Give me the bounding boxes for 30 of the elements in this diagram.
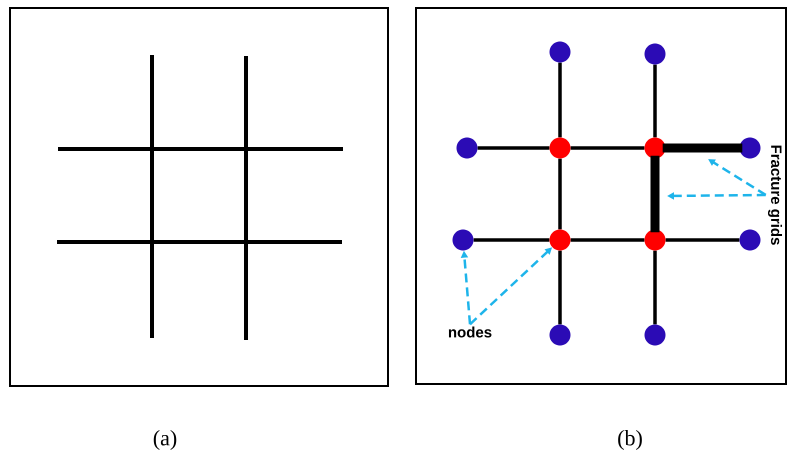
grid-segment [570,238,644,242]
panel-caption: (a) [154,430,176,450]
grid-segment [666,238,740,242]
junction-dot [550,230,570,250]
junction-dot [644,138,666,158]
fracture-segment [650,156,660,232]
grid-segment [478,146,550,150]
end-dot [740,230,760,250]
panel-frame [9,7,389,387]
end-dot [644,324,666,346]
grid-segment [558,62,562,138]
junction-dot [550,138,570,158]
grid-segment [558,158,562,230]
end-dot [644,44,666,64]
grid-segment [653,64,657,138]
end-dot [550,42,570,62]
node-label: nodes [448,326,492,338]
end-dot [550,324,570,346]
end-dot [456,138,478,158]
grid-segment [474,238,550,242]
panel-caption: (b) [618,430,642,450]
end-dot [452,230,474,250]
panel-frame [415,7,787,385]
rotated-label: Fracture grids [768,146,782,245]
end-dot [740,138,760,158]
grid-segment [653,250,657,324]
grid-segment [570,146,644,150]
grid-segment [558,250,562,324]
junction-dot [644,230,666,250]
fracture-segment [662,144,742,152]
